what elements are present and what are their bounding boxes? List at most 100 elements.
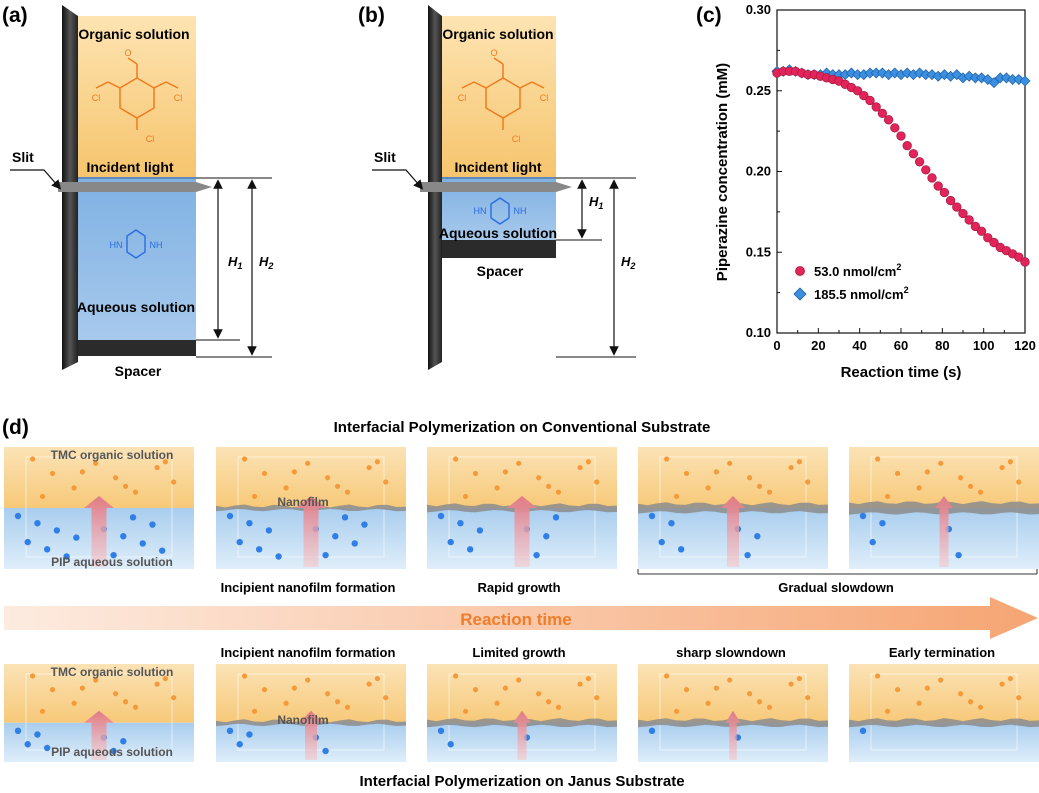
data-point-series1 <box>859 90 869 101</box>
data-point-series1 <box>964 215 974 225</box>
tmc-dot <box>79 469 85 475</box>
tmc-dot <box>113 691 119 697</box>
tmc-dot <box>788 464 794 471</box>
tmc-dot <box>555 489 562 495</box>
pip-molecule <box>126 229 146 259</box>
pip-dot <box>879 520 886 527</box>
tmc-dot <box>594 695 600 701</box>
tmc-dot <box>705 700 711 706</box>
pip-dot <box>859 512 867 520</box>
h2-label: H2 <box>621 254 635 271</box>
tmc-dot <box>536 691 542 697</box>
tmc-dot <box>727 677 733 683</box>
y-tick-label: 0.15 <box>746 244 771 259</box>
tmc-dot <box>884 708 891 714</box>
tmc-dot <box>374 675 380 682</box>
tmc-dot <box>502 469 508 475</box>
data-point-series1 <box>877 108 888 119</box>
data-point-series1 <box>908 149 919 159</box>
pip-dot <box>110 551 117 559</box>
pip-dot <box>275 553 282 560</box>
pip-dot <box>246 520 253 527</box>
pip-dot <box>869 538 876 546</box>
pip-hn: HN <box>110 240 123 250</box>
tmc-dot <box>977 704 984 710</box>
diffusion-arrow <box>935 496 953 567</box>
pip-dot <box>744 551 751 559</box>
tmc-dot <box>664 673 670 679</box>
data-point-series1 <box>914 157 925 167</box>
data-point-series1 <box>958 208 968 219</box>
tmc-dot <box>344 704 351 710</box>
tmc-label: TMC organic solution <box>51 448 174 462</box>
pip-dot <box>265 527 273 534</box>
pip-dot <box>158 547 166 554</box>
tmc-dot <box>132 489 139 495</box>
chart-xlabel: Reaction time (s) <box>841 364 962 381</box>
tmc-dot <box>334 483 341 489</box>
pip-label: PIP aqueous solution <box>51 745 173 759</box>
tmc-dot <box>472 687 479 693</box>
tmc-dot <box>366 464 372 471</box>
diffusion-arrow <box>84 710 114 760</box>
tmc-dot <box>673 708 680 714</box>
pip-dot <box>322 551 329 559</box>
tmc-dot <box>462 708 469 714</box>
data-point-series1 <box>890 123 900 133</box>
box-edge <box>870 673 1018 751</box>
data-point-series1 <box>871 102 881 112</box>
tmc-dot <box>788 681 794 687</box>
pip-dot <box>110 747 117 755</box>
pip-dot <box>447 741 454 748</box>
tmc-dot <box>71 485 77 491</box>
tmc-dot <box>805 695 811 701</box>
tmc-dot <box>766 489 773 495</box>
tmc-cl-left: Cl <box>92 93 101 103</box>
pip-dot <box>63 553 70 560</box>
tmc-dot <box>29 456 36 462</box>
tmc-dot <box>93 460 99 466</box>
pip-dot <box>139 540 146 547</box>
legend-label-series2: 185.5 nmol/cm2 <box>814 285 909 302</box>
pip-dot <box>955 551 962 559</box>
tmc-dot <box>291 469 297 475</box>
tmc-dot <box>977 489 984 495</box>
pip-dot <box>149 521 156 528</box>
pip-dot <box>226 512 234 520</box>
pip-molecule <box>490 197 510 225</box>
tmc-dot <box>462 493 469 500</box>
tmc-dot <box>1007 459 1014 465</box>
tmc-dot <box>283 700 289 706</box>
tmc-cl-bottom: Cl <box>512 134 521 144</box>
pip-dot <box>668 520 675 527</box>
x-tick-label: 40 <box>852 338 866 353</box>
tmc-dot <box>805 479 811 485</box>
pip-dot <box>341 514 349 521</box>
aqueous-solution-label: Aqueous solution <box>439 225 557 241</box>
tmc-dot <box>884 493 891 500</box>
legend-marker-series2 <box>793 287 807 301</box>
pip-dot <box>332 533 339 540</box>
tmc-dot <box>875 456 881 462</box>
tmc-dot <box>747 691 753 697</box>
tmc-dot <box>325 691 331 697</box>
tmc-dot <box>683 470 690 477</box>
data-point-series1 <box>983 233 993 243</box>
tmc-dot <box>577 464 583 471</box>
tmc-dot <box>999 464 1005 471</box>
tmc-dot <box>171 479 177 485</box>
tmc-dot <box>1007 675 1014 682</box>
tmc-dot <box>958 475 964 481</box>
pip-dot <box>543 533 550 540</box>
tmc-dot <box>49 687 56 693</box>
pip-dot <box>552 514 560 521</box>
chart-frame <box>776 9 1026 334</box>
panel-b: (b) Organic solution Incident light Aque… <box>358 4 636 370</box>
tmc-dot <box>938 677 944 683</box>
tmc-dot <box>453 673 459 679</box>
pip-dot <box>14 512 22 520</box>
panel-d: (d) Interfacial Polymerization on Conven… <box>2 416 1039 790</box>
diffusion-arrow <box>84 496 114 567</box>
